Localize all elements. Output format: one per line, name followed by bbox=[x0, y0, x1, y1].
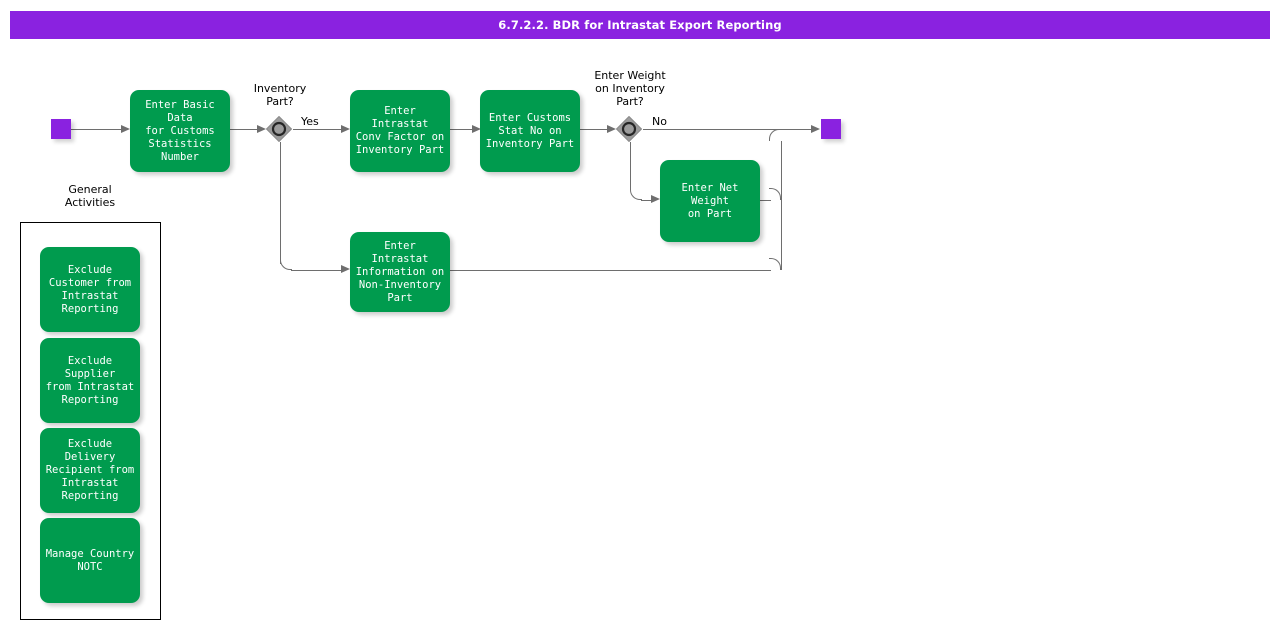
connector-corner-netweight-merge bbox=[769, 188, 781, 200]
connector-corner-merge-top bbox=[769, 129, 781, 141]
task-label: Enter Basic Data for Customs Statistics … bbox=[145, 98, 215, 163]
general-activities-caption: General Activities bbox=[64, 183, 116, 209]
gateway-caption-weight-on-inventory: Enter Weight on Inventory Part? bbox=[594, 69, 666, 108]
connector-corner-noninventory-merge bbox=[769, 258, 781, 270]
connector-gateway1-down bbox=[279, 142, 281, 264]
connector-noninventory-to-merge bbox=[450, 269, 771, 271]
arrowhead-convfactor-to-customsstatno bbox=[472, 124, 481, 133]
task-exclude-customer-from-intrastat-reporting[interactable]: Exclude Customer from Intrastat Reportin… bbox=[40, 247, 140, 332]
task-enter-net-weight-on-part[interactable]: Enter Net Weight on Part bbox=[660, 160, 760, 242]
task-label: Enter Intrastat Information on Non-Inven… bbox=[355, 239, 445, 304]
end-event[interactable] bbox=[821, 119, 841, 139]
arrowhead-gateway2-no-to-end bbox=[811, 124, 820, 133]
start-event[interactable] bbox=[51, 119, 71, 139]
task-exclude-delivery-recipient-from-intrastat-reporting[interactable]: Exclude Delivery Recipient from Intrasta… bbox=[40, 428, 140, 513]
arrowhead-basicdata-to-gateway1 bbox=[257, 124, 266, 133]
task-enter-customs-stat-no-on-inventory-part[interactable]: Enter Customs Stat No on Inventory Part bbox=[480, 90, 580, 172]
task-label: Enter Net Weight on Part bbox=[681, 181, 739, 220]
task-label: Exclude Delivery Recipient from Intrasta… bbox=[45, 438, 135, 502]
page-title: 6.7.2.2. BDR for Intrastat Export Report… bbox=[498, 18, 782, 32]
task-enter-basic-data-for-customs-statistics-number[interactable]: Enter Basic Data for Customs Statistics … bbox=[130, 90, 230, 172]
arrowhead-start-to-basicdata bbox=[121, 124, 130, 133]
connector-corner-gateway1-down bbox=[279, 258, 292, 270]
task-exclude-supplier-from-intrastat-reporting[interactable]: Exclude Supplier from Intrastat Reportin… bbox=[40, 338, 140, 423]
connector-gateway1-to-noninventory bbox=[291, 269, 341, 271]
connector-gateway2-no bbox=[643, 129, 811, 130]
connector-customsstatno-to-gateway2 bbox=[580, 129, 607, 130]
connector-gateway2-to-netweight bbox=[641, 199, 651, 201]
gateway-diamond-icon bbox=[265, 115, 293, 143]
connector-convfactor-to-customsstatno bbox=[450, 129, 472, 130]
arrowhead-gateway1-yes bbox=[341, 124, 350, 133]
page-title-bar: 6.7.2.2. BDR for Intrastat Export Report… bbox=[10, 11, 1270, 39]
task-enter-intrastat-information-on-non-inventory-part[interactable]: Enter Intrastat Information on Non-Inven… bbox=[350, 232, 450, 312]
gateway-inventory-part[interactable] bbox=[265, 115, 293, 143]
connector-gateway2-down bbox=[629, 142, 631, 190]
task-label: Exclude Supplier from Intrastat Reportin… bbox=[45, 354, 135, 406]
arrowhead-gateway2-to-netweight bbox=[651, 195, 660, 203]
gateway-weight-on-inventory-part[interactable] bbox=[615, 115, 643, 143]
edge-label-no: No bbox=[652, 115, 667, 128]
gateway-diamond-icon bbox=[615, 115, 643, 143]
task-enter-intrastat-conv-factor-on-inventory-part[interactable]: Enter Intrastat Conv Factor on Inventory… bbox=[350, 90, 450, 172]
task-label: Enter Intrastat Conv Factor on Inventory… bbox=[355, 105, 445, 156]
connector-basicdata-to-gateway1 bbox=[230, 129, 257, 130]
connector-merge-riser bbox=[780, 141, 782, 270]
arrowhead-customsstatno-to-gateway2 bbox=[607, 124, 616, 133]
connector-start-to-basicdata bbox=[71, 129, 121, 130]
arrowhead-gateway1-to-noninventory bbox=[341, 265, 350, 273]
task-label: Exclude Customer from Intrastat Reportin… bbox=[48, 263, 132, 315]
task-label: Manage Country NOTC bbox=[45, 547, 135, 573]
connector-gateway1-yes bbox=[293, 129, 341, 130]
task-manage-country-notc[interactable]: Manage Country NOTC bbox=[40, 518, 140, 603]
task-label: Enter Customs Stat No on Inventory Part bbox=[485, 111, 575, 150]
gateway-caption-inventory-part: Inventory Part? bbox=[253, 82, 307, 108]
edge-label-yes: Yes bbox=[301, 115, 319, 128]
connector-netweight-to-merge bbox=[760, 199, 771, 201]
connector-corner-gateway2-down bbox=[629, 188, 642, 200]
